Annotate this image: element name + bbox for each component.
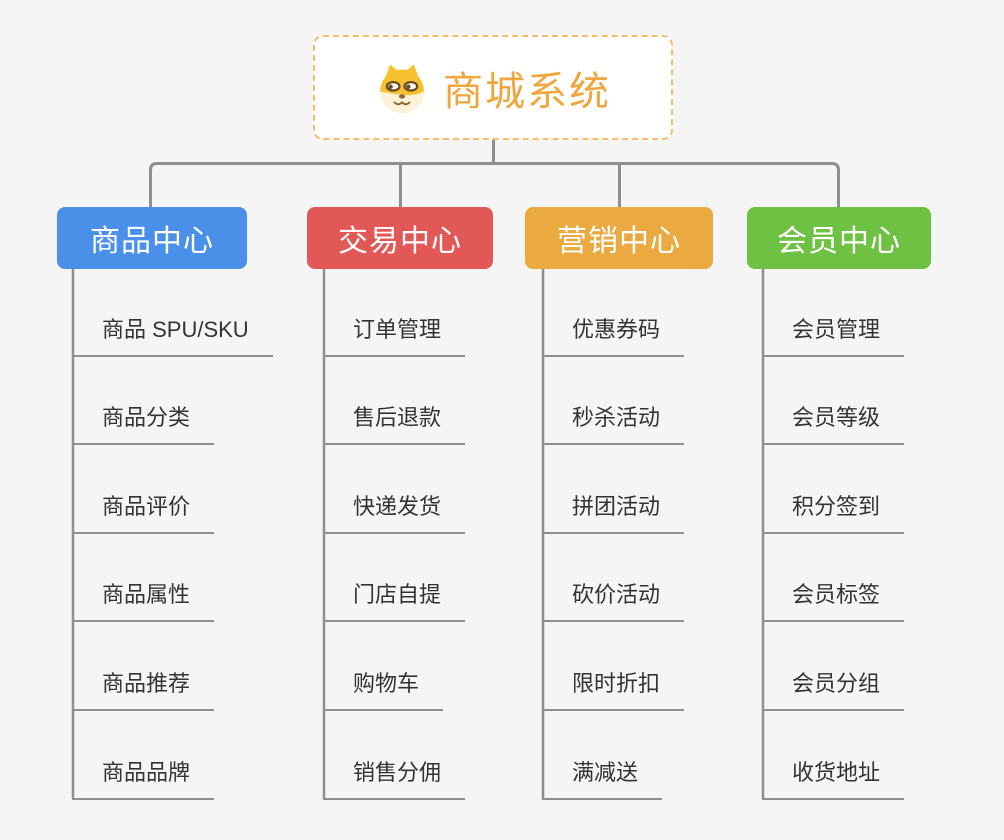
leaf-node[interactable]: 购物车 bbox=[323, 669, 444, 711]
dog-face-icon bbox=[380, 63, 424, 113]
leaf-node[interactable]: 商品 SPU/SKU bbox=[72, 315, 273, 357]
leaf-node[interactable]: 会员分组 bbox=[762, 669, 905, 711]
leaf-node[interactable]: 收货地址 bbox=[762, 758, 905, 800]
leaf-node[interactable]: 商品属性 bbox=[72, 580, 215, 622]
branch-label: 交易中心 bbox=[338, 225, 462, 258]
leaf-node[interactable]: 销售分佣 bbox=[323, 758, 466, 800]
leaf-node[interactable]: 会员等级 bbox=[762, 403, 905, 445]
leaf-node[interactable]: 商品分类 bbox=[72, 403, 215, 445]
branch-node-trade-center[interactable]: 交易中心 bbox=[307, 207, 493, 269]
leaf-node[interactable]: 商品评价 bbox=[72, 492, 215, 534]
leaf-node[interactable]: 满减送 bbox=[542, 758, 663, 800]
leaf-node[interactable]: 优惠券码 bbox=[542, 315, 685, 357]
leaf-node[interactable]: 会员管理 bbox=[762, 315, 905, 357]
leaf-node[interactable]: 门店自提 bbox=[323, 580, 466, 622]
leaf-node[interactable]: 砍价活动 bbox=[542, 580, 685, 622]
leaf-node[interactable]: 秒杀活动 bbox=[542, 403, 685, 445]
branch-label: 营销中心 bbox=[557, 225, 681, 258]
branch-node-marketing-center[interactable]: 营销中心 bbox=[525, 207, 713, 269]
leaf-node[interactable]: 限时折扣 bbox=[542, 669, 685, 711]
branch-node-product-center[interactable]: 商品中心 bbox=[57, 207, 247, 269]
leaf-node[interactable]: 快递发货 bbox=[323, 492, 466, 534]
branch-label: 商品中心 bbox=[90, 225, 214, 258]
branch-node-member-center[interactable]: 会员中心 bbox=[747, 207, 931, 269]
leaf-node[interactable]: 会员标签 bbox=[762, 580, 905, 622]
root-node[interactable]: 商城系统 bbox=[313, 35, 673, 140]
leaf-node[interactable]: 售后退款 bbox=[323, 403, 466, 445]
leaf-node[interactable]: 拼团活动 bbox=[542, 492, 685, 534]
leaf-node[interactable]: 积分签到 bbox=[762, 492, 905, 534]
root-title: 商城系统 bbox=[443, 69, 611, 114]
leaf-node[interactable]: 商品品牌 bbox=[72, 758, 215, 800]
leaf-node[interactable]: 商品推荐 bbox=[72, 669, 215, 711]
branch-label: 会员中心 bbox=[777, 225, 901, 258]
leaf-node[interactable]: 订单管理 bbox=[323, 315, 466, 357]
